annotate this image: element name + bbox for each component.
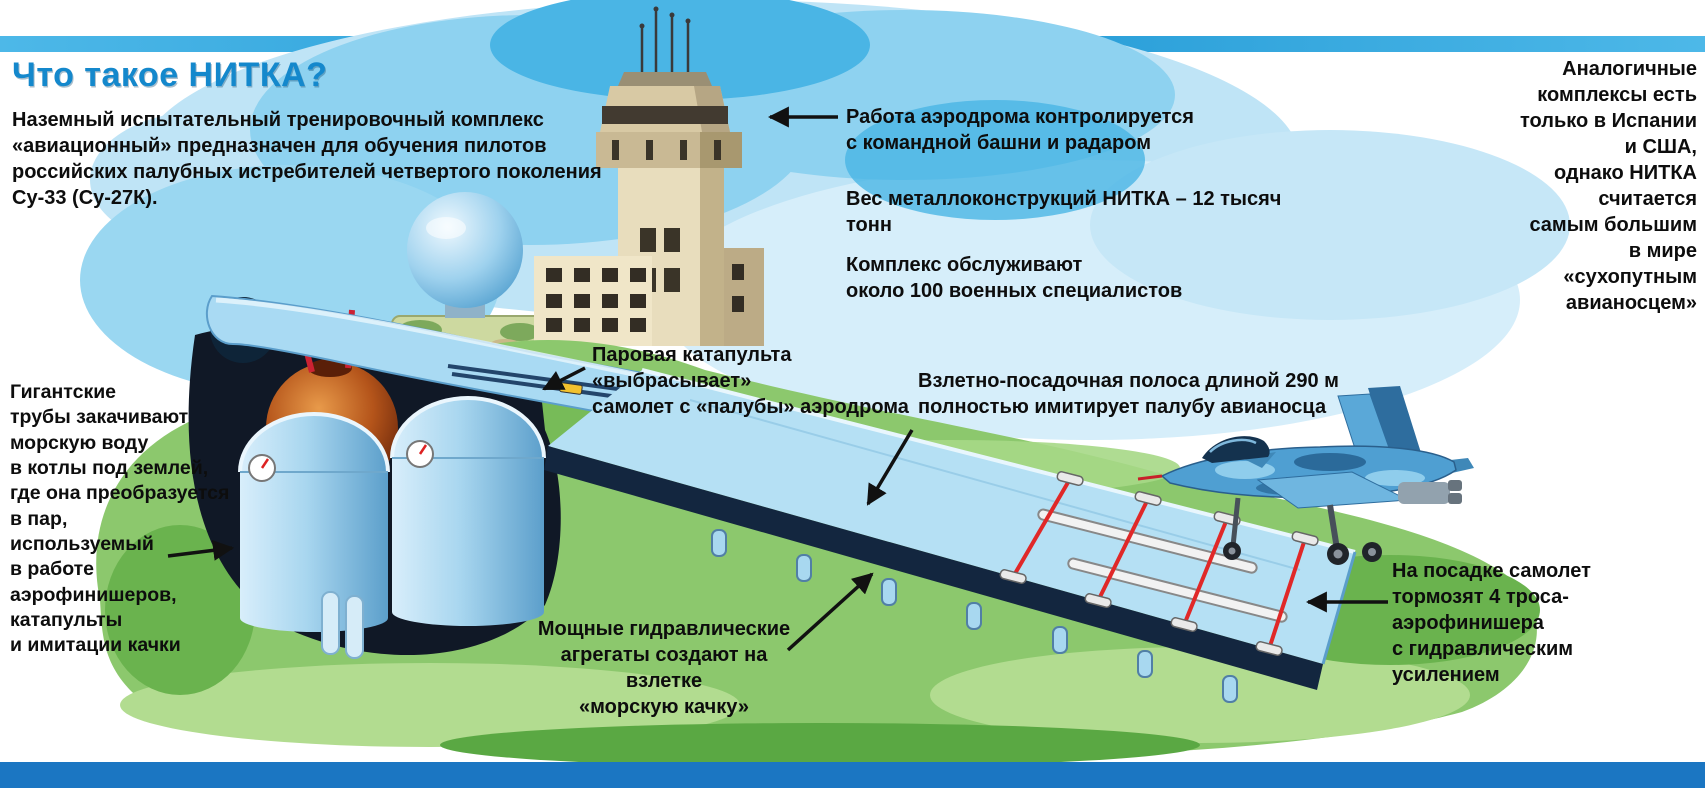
callout-catapult: Паровая катапульта «выбрасывает» самолет…	[592, 344, 909, 418]
bottom-bar	[0, 762, 1705, 788]
callout-arrows	[167, 106, 1388, 652]
arresting-cables	[1011, 477, 1307, 650]
arrow-to-hydraulics	[786, 572, 874, 652]
callout-pipes: Гигантские трубы закачивают морскую воду…	[10, 381, 230, 657]
page-title: Что такое НИТКА?	[12, 56, 328, 94]
control-tower	[534, 6, 764, 346]
callout-runway: Взлетно-посадочная полоса длиной 290 м п…	[918, 370, 1339, 418]
su-33-aircraft	[1137, 386, 1474, 565]
callout-staff: Комплекс обслуживают около 100 военных с…	[846, 254, 1183, 302]
sky-blobs	[80, 0, 1570, 440]
boiler-tank-left	[240, 414, 388, 632]
callout-landing: На посадке самолет тормозят 4 троса- аэр…	[1392, 560, 1591, 686]
deck-edge	[544, 446, 1323, 690]
pitot-probe	[1137, 474, 1163, 481]
engine	[1398, 482, 1450, 504]
arrow-to-runway	[866, 429, 914, 506]
intro-text: Наземный испытательный тренировочный ком…	[12, 109, 602, 209]
callout-hydraulic: Мощные гидравлические агрегаты создают н…	[537, 618, 791, 718]
arrow-to-catapult	[542, 366, 586, 391]
callout-weight: Вес металлоконструкций НИТКА – 12 тысяч …	[846, 188, 1282, 236]
boiler-tube	[345, 595, 364, 659]
arresting-gear-tubes	[1037, 508, 1288, 623]
steam-boilers	[238, 309, 546, 659]
tail-fin	[1368, 386, 1422, 458]
callout-analog-complexes: Аналогичные комплексы есть только в Испа…	[1520, 58, 1697, 314]
antenna-mast	[640, 10, 690, 72]
arrow-to-boilers	[167, 539, 235, 561]
callout-tower: Работа аэродрома контролируется с команд…	[846, 106, 1194, 154]
boiler-tank-right	[392, 398, 544, 626]
runway-deck	[544, 368, 1357, 703]
boiler-tube	[321, 591, 340, 655]
deck-supports	[711, 529, 1238, 703]
